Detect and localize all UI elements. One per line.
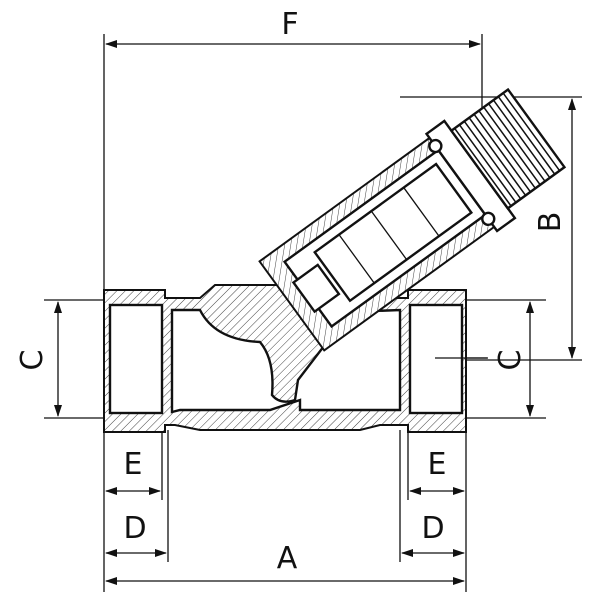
strainer-bonnet (258, 87, 567, 352)
dimension-label-f: F (281, 7, 298, 42)
dimension-label-d-left: D (123, 511, 146, 546)
dimension-label-a: A (277, 541, 298, 576)
dimension-label-e-left: E (124, 447, 143, 482)
valve-body (103, 284, 487, 433)
dimension-label-c-right: C (493, 350, 528, 371)
dimension-lines (54, 40, 576, 585)
dimension-label-e-right: E (428, 447, 447, 482)
dimension-label-d-right: D (421, 511, 444, 546)
dimension-label-c-left: C (15, 350, 50, 371)
dimension-label-b: B (533, 212, 568, 233)
